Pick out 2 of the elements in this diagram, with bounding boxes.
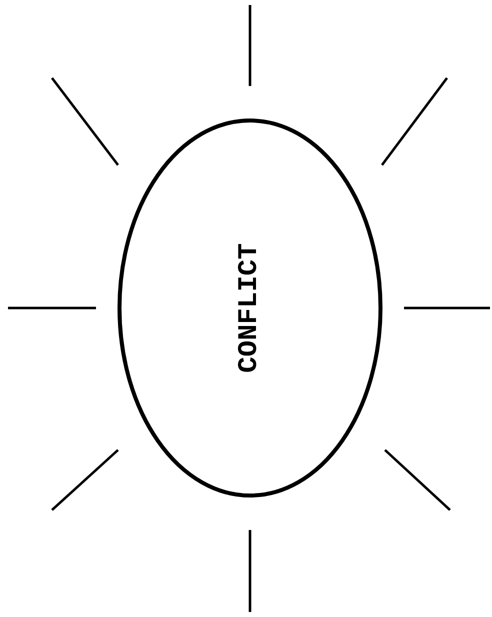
node-label: CONFLICT (235, 243, 265, 373)
ellipse-node (117, 118, 383, 498)
